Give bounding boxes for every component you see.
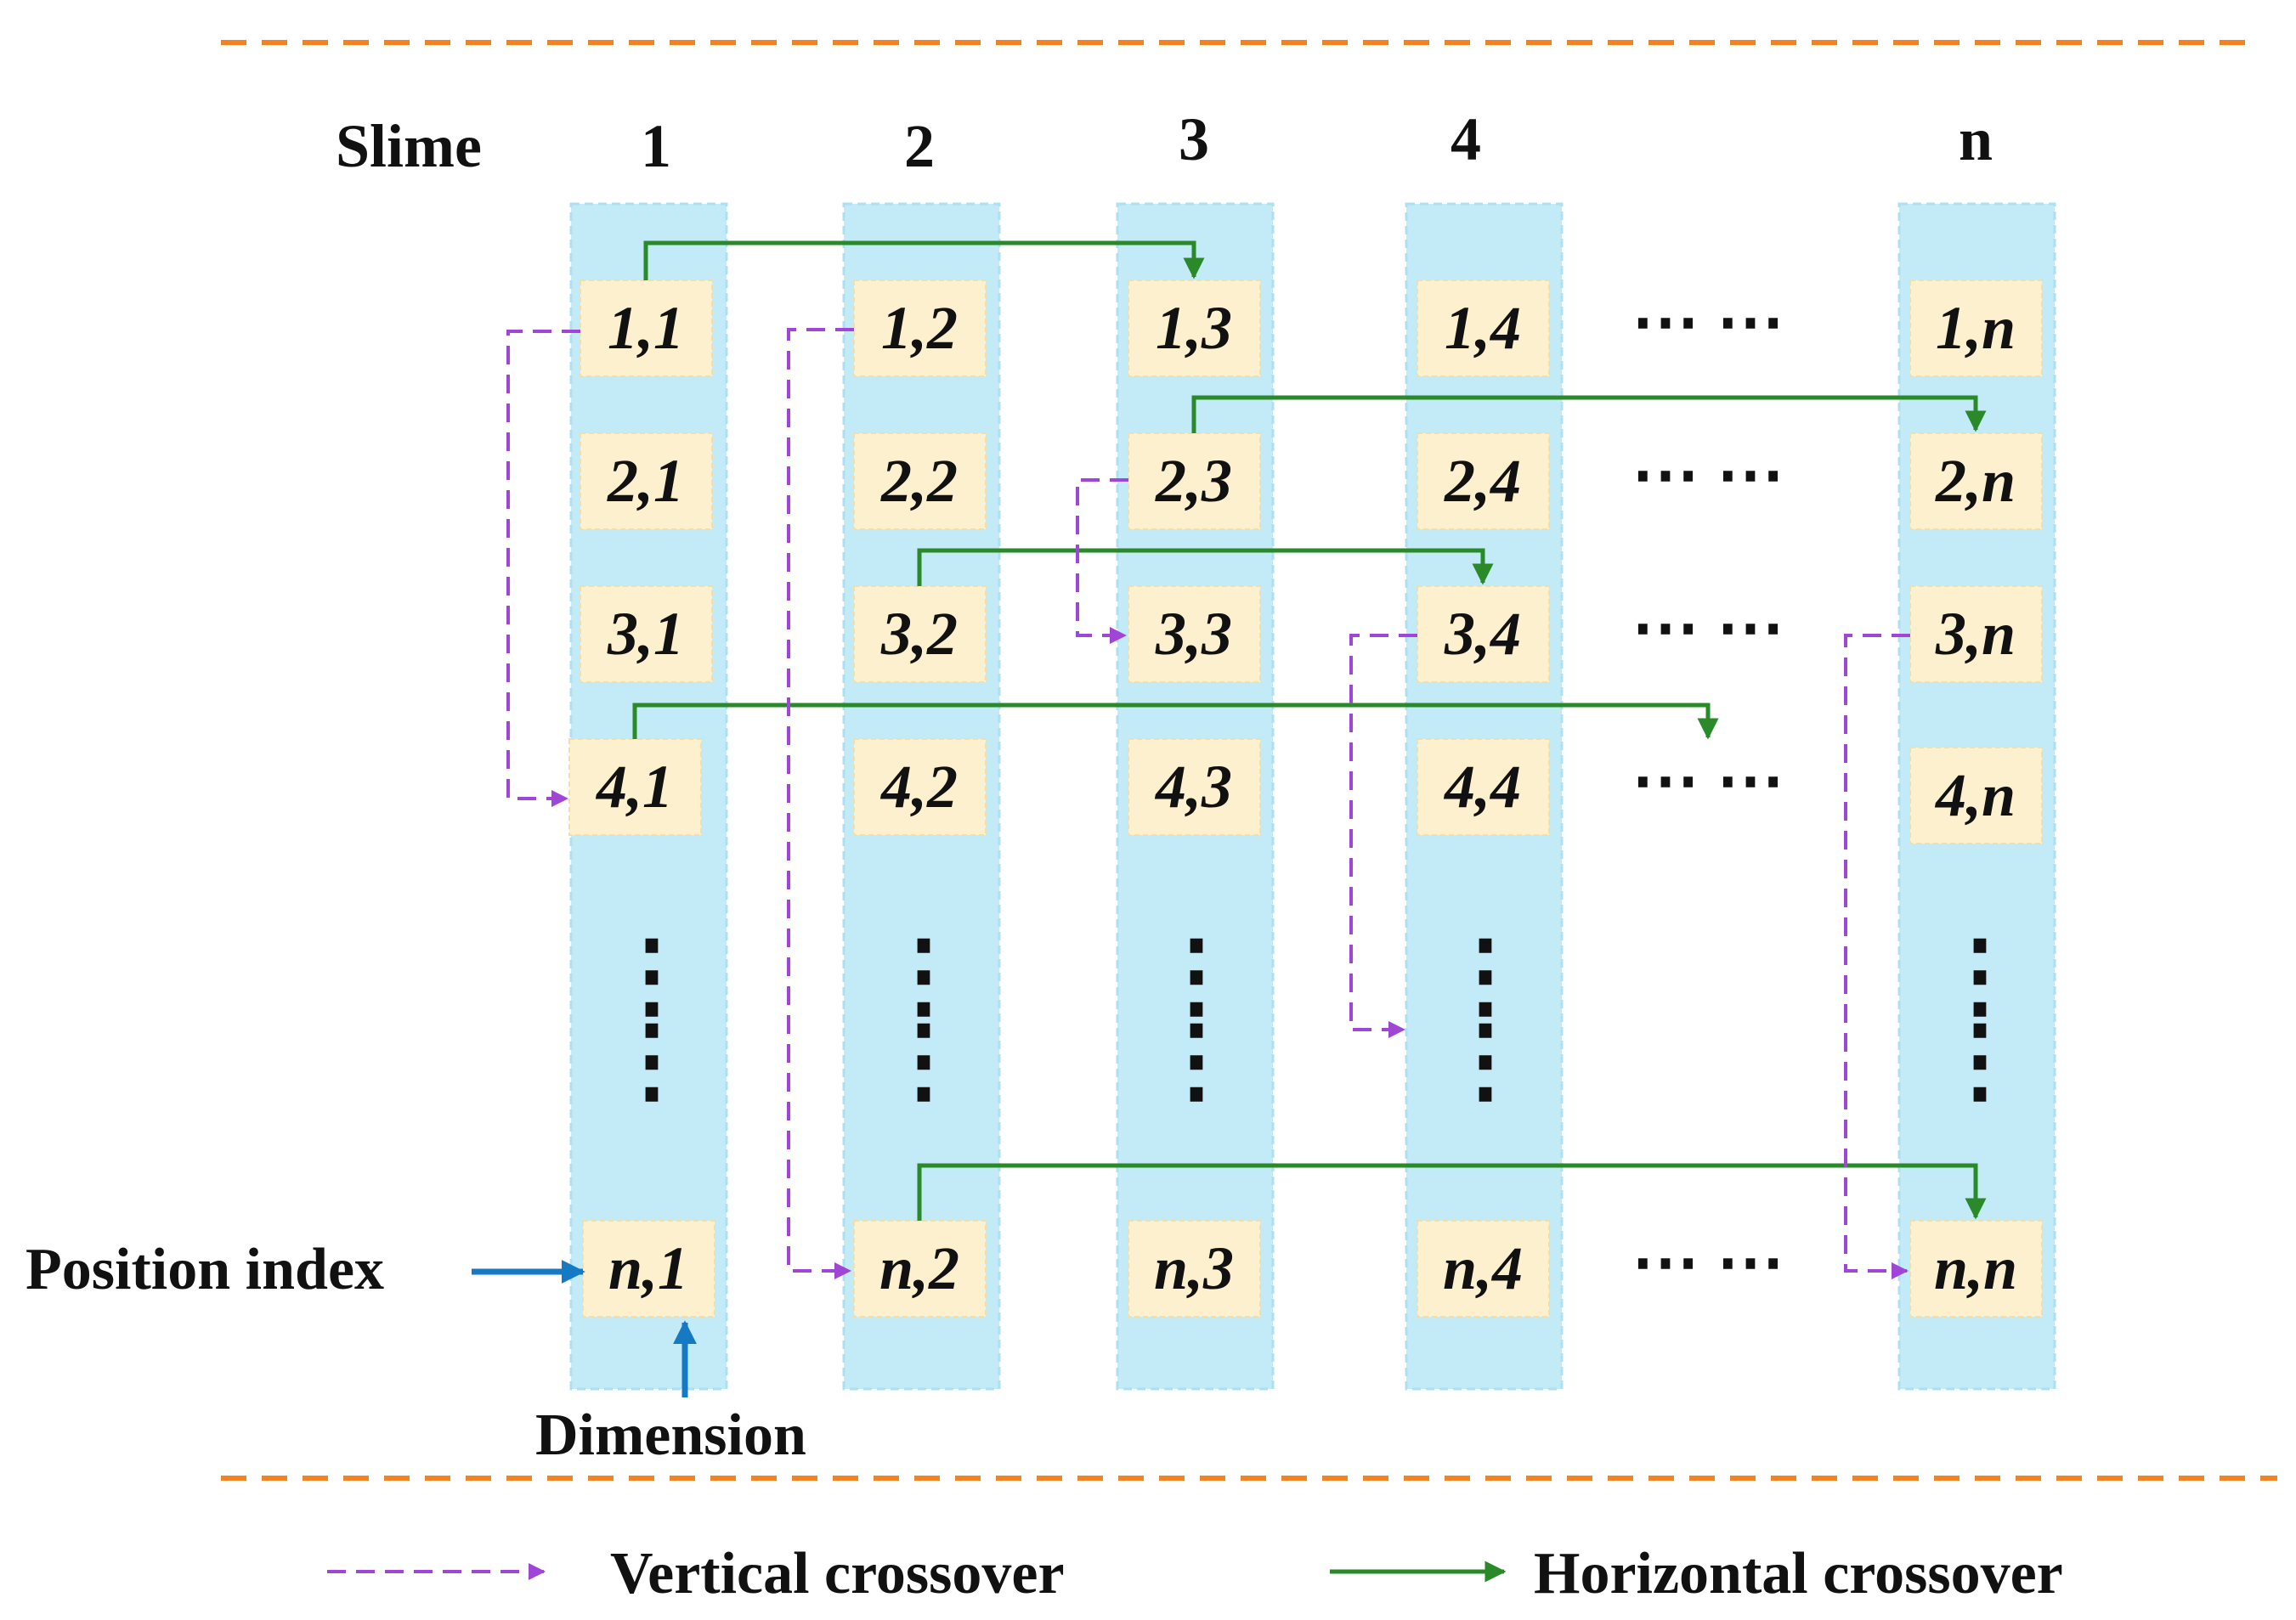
cell-4-2 bbox=[853, 738, 987, 836]
cell-label-1-2: 1,2 bbox=[881, 294, 958, 362]
cell-label-3-3: 3,3 bbox=[1155, 600, 1232, 668]
column-header-2: 2 bbox=[904, 112, 935, 180]
cell-3-3 bbox=[1128, 585, 1261, 683]
cell-row-2: 2,1 2,2 2,3 2,4 2,n bbox=[580, 432, 2043, 530]
vertical-crossover-arrows bbox=[506, 328, 1910, 1279]
dimension-label: Dimension bbox=[535, 1403, 806, 1468]
cell-2-1 bbox=[580, 432, 713, 530]
horizontal-crossover-3-2-to-3-4 bbox=[917, 548, 1494, 586]
cell-4-1 bbox=[568, 738, 702, 836]
cell-3-2 bbox=[853, 585, 987, 683]
cell-3-1 bbox=[580, 585, 713, 683]
cell-n-4 bbox=[1417, 1220, 1550, 1318]
cell-label-2-3: 2,3 bbox=[1155, 447, 1232, 515]
cell-label-1-n: 1,n bbox=[1936, 294, 2016, 362]
cell-n-3 bbox=[1128, 1220, 1261, 1318]
column-3-vertical-ellipsis-lower: ⋮ bbox=[1150, 1008, 1243, 1112]
horizontal-crossover-4-1-to-4-ellipsis bbox=[632, 703, 1719, 740]
column-4-vertical-ellipsis: ⋮ bbox=[1439, 923, 1532, 1027]
vertical-crossover-1-2-to-n-2 bbox=[787, 328, 854, 1279]
row-4-ellipsis: ⋯ ⋯ bbox=[1632, 743, 1784, 818]
vertical-crossover-1-1-to-4-1 bbox=[506, 330, 580, 807]
column-header-n: n bbox=[1959, 105, 1993, 173]
column-1-vertical-ellipsis: ⋮ bbox=[605, 923, 698, 1027]
cell-label-2-1: 2,1 bbox=[607, 447, 684, 515]
cell-label-2-2: 2,2 bbox=[880, 447, 958, 515]
column-header-3: 3 bbox=[1179, 105, 1209, 173]
cell-3-n bbox=[1909, 585, 2043, 683]
cell-label-4-1: 4,1 bbox=[595, 753, 673, 821]
cell-4-n bbox=[1909, 747, 2043, 844]
cell-label-3-1: 3,1 bbox=[607, 600, 684, 668]
cell-label-4-n: 4,n bbox=[1934, 761, 2016, 829]
cell-2-n bbox=[1909, 432, 2043, 530]
vertical-crossover-legend-label: Vertical crossover bbox=[610, 1541, 1065, 1606]
column-4-vertical-ellipsis-lower: ⋮ bbox=[1439, 1008, 1532, 1112]
cell-label-3-4: 3,4 bbox=[1444, 600, 1521, 668]
cell-row-1: 1,1 1,2 1,3 1,4 1,n bbox=[580, 279, 2043, 377]
cell-2-2 bbox=[853, 432, 987, 530]
cell-row-3: 3,1 3,2 3,3 3,4 3,n bbox=[580, 585, 2043, 683]
cell-label-2-4: 2,4 bbox=[1444, 447, 1521, 515]
vertical-ellipses: ⋮ ⋮ ⋮ ⋮ ⋮ ⋮ ⋮ ⋮ ⋮ ⋮ bbox=[605, 923, 2027, 1112]
cell-n-2 bbox=[853, 1220, 987, 1318]
cell-1-4 bbox=[1417, 279, 1550, 377]
cell-label-3-2: 3,2 bbox=[880, 600, 958, 668]
cell-label-4-2: 4,2 bbox=[879, 753, 958, 821]
horizontal-crossover-arrows bbox=[632, 240, 1987, 1221]
vertical-crossover-2-3-to-3-3 bbox=[1076, 478, 1128, 644]
row-3-ellipsis: ⋯ ⋯ bbox=[1632, 590, 1784, 665]
cell-label-n-n: n,n bbox=[1934, 1234, 2017, 1302]
cell-label-n-3: n,3 bbox=[1154, 1234, 1234, 1302]
cell-label-3-n: 3,n bbox=[1935, 600, 2016, 668]
cell-label-n-1: n,1 bbox=[608, 1234, 688, 1302]
cell-label-n-2: n,2 bbox=[879, 1234, 959, 1302]
row-2-ellipsis: ⋯ ⋯ bbox=[1632, 437, 1784, 512]
column-bands bbox=[569, 202, 2056, 1391]
column-1-vertical-ellipsis-lower: ⋮ bbox=[605, 1008, 698, 1112]
cell-label-1-3: 1,3 bbox=[1156, 294, 1232, 362]
row-1-ellipsis: ⋯ ⋯ bbox=[1632, 285, 1784, 359]
cell-label-n-4: n,4 bbox=[1443, 1234, 1523, 1302]
horizontal-ellipses: ⋯ ⋯ ⋯ ⋯ ⋯ ⋯ ⋯ ⋯ ⋯ ⋯ bbox=[1632, 285, 1784, 1300]
cell-label-2-n: 2,n bbox=[1935, 447, 2016, 515]
cell-label-1-1: 1,1 bbox=[608, 294, 684, 362]
cell-label-4-3: 4,3 bbox=[1154, 753, 1232, 821]
cell-2-4 bbox=[1417, 432, 1550, 530]
row-n-ellipsis: ⋯ ⋯ bbox=[1632, 1225, 1784, 1300]
horizontal-crossover-n-2-to-n-n bbox=[917, 1163, 1987, 1221]
column-n-vertical-ellipsis-lower: ⋮ bbox=[1933, 1008, 2027, 1112]
position-index-label: Position index bbox=[25, 1237, 384, 1302]
column-2-vertical-ellipsis: ⋮ bbox=[877, 923, 970, 1027]
horizontal-crossover-2-3-to-2-n bbox=[1191, 395, 1987, 433]
column-3-vertical-ellipsis: ⋮ bbox=[1150, 923, 1243, 1027]
cell-1-1 bbox=[580, 279, 713, 377]
cell-row-4: 4,1 4,2 4,3 4,4 4,n bbox=[568, 738, 2043, 844]
cell-3-4 bbox=[1417, 585, 1550, 683]
column-n-vertical-ellipsis: ⋮ bbox=[1933, 923, 2027, 1027]
cell-n-1 bbox=[582, 1220, 715, 1318]
column-header-1: 1 bbox=[641, 112, 671, 180]
cell-row-n: n,1 n,2 n,3 n,4 n,n bbox=[582, 1220, 2043, 1318]
cell-1-2 bbox=[853, 279, 987, 377]
cell-n-n bbox=[1909, 1220, 2043, 1318]
horizontal-crossover-1-1-to-1-3 bbox=[643, 240, 1205, 280]
vertical-crossover-3-4-to-ellipsis bbox=[1349, 634, 1417, 1038]
slime-row-label: Slime bbox=[336, 112, 482, 180]
column-2-vertical-ellipsis-lower: ⋮ bbox=[877, 1008, 970, 1112]
vertical-crossover-3-n-to-n-n bbox=[1844, 634, 1910, 1279]
cell-4-3 bbox=[1128, 738, 1261, 836]
cell-1-3 bbox=[1128, 279, 1261, 377]
cell-label-1-4: 1,4 bbox=[1445, 294, 1521, 362]
cell-1-n bbox=[1909, 279, 2043, 377]
cell-4-4 bbox=[1417, 738, 1550, 836]
column-header-4: 4 bbox=[1451, 105, 1481, 173]
cell-2-3 bbox=[1128, 432, 1261, 530]
cell-label-4-4: 4,4 bbox=[1443, 753, 1521, 821]
legend: Vertical crossover Horizontal crossover bbox=[327, 1541, 2063, 1606]
horizontal-crossover-legend-label: Horizontal crossover bbox=[1534, 1541, 2063, 1606]
